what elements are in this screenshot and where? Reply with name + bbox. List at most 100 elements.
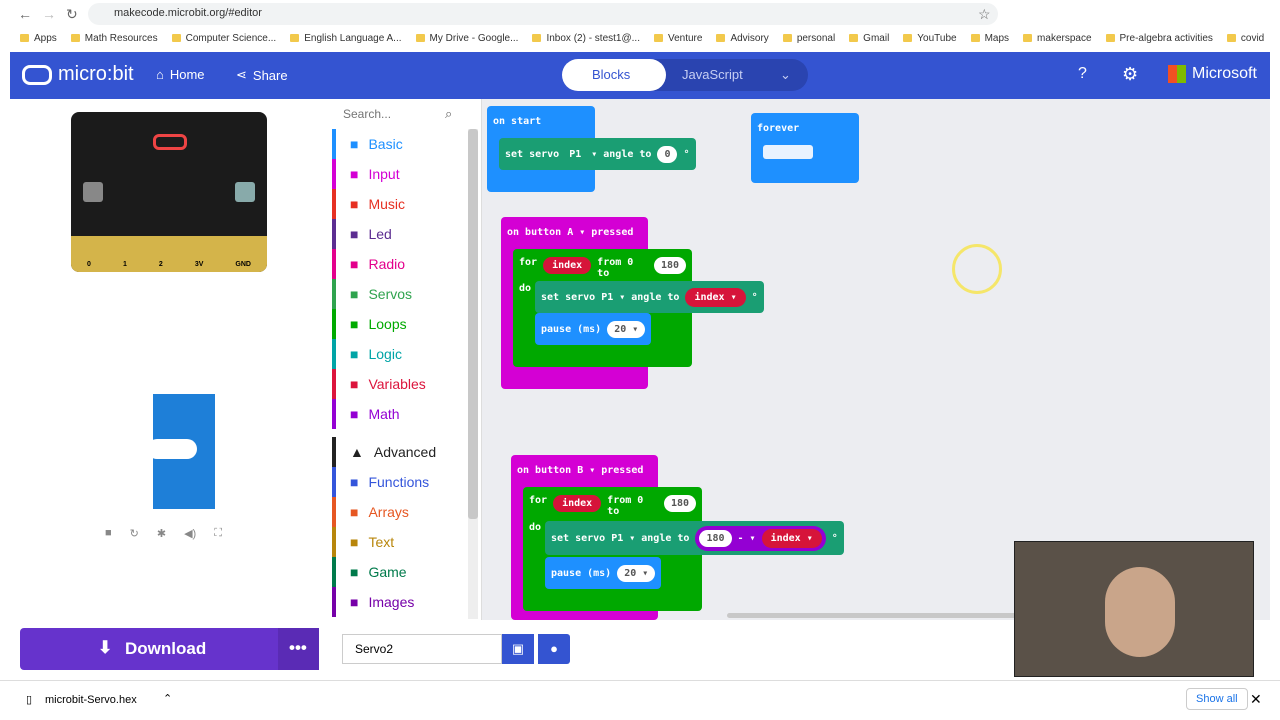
close-icon[interactable]: ✕ xyxy=(1250,691,1262,707)
github-icon[interactable]: ● xyxy=(538,634,570,664)
help-icon[interactable]: ? xyxy=(1078,65,1087,82)
toolbox-item-text[interactable]: ■Text xyxy=(332,527,468,557)
bookmark-item[interactable]: Apps xyxy=(20,33,57,44)
button-b[interactable] xyxy=(235,182,255,202)
bookmark-item[interactable]: Math Resources xyxy=(70,33,158,44)
blocks-tab[interactable]: Blocks xyxy=(562,59,666,91)
downloads-bar: ▯ microbit-Servo.hex ⌃ Show all ✕ xyxy=(0,680,1280,720)
fullscreen-icon[interactable]: ⛶ xyxy=(214,527,222,539)
minus-block[interactable]: 180-▾index ▾ xyxy=(695,525,826,551)
bookmark-item[interactable]: Gmail xyxy=(849,33,889,44)
toolbox-item-functions[interactable]: ■Functions xyxy=(332,467,468,497)
pause-block[interactable]: pause (ms)20 ▾ xyxy=(535,313,652,345)
stop-icon[interactable]: ■ xyxy=(105,527,112,539)
bookmark-item[interactable]: covid xyxy=(1226,33,1264,44)
javascript-tab[interactable]: JavaScript xyxy=(682,67,743,82)
bookmark-item[interactable]: personal xyxy=(782,33,835,44)
gear-icon[interactable]: ⚙ xyxy=(1122,64,1139,84)
search-icon[interactable]: ⌕ xyxy=(445,106,453,121)
microsoft-logo: Microsoft xyxy=(1168,65,1257,83)
mute-icon[interactable]: ◀) xyxy=(184,528,197,540)
bookmark-item[interactable]: My Drive - Google... xyxy=(415,33,518,44)
microbit-board[interactable]: 0 1 2 3V GND xyxy=(71,112,267,272)
toolbox-item-music[interactable]: ■Music xyxy=(332,189,468,219)
restart-icon[interactable]: ↻ xyxy=(129,528,139,540)
toolbox-item-arrays[interactable]: ■Arrays xyxy=(332,497,468,527)
more-options-icon[interactable]: ••• xyxy=(278,628,319,670)
bookmark-item[interactable]: Venture xyxy=(653,33,702,44)
toolbox-item-led[interactable]: ■Led xyxy=(332,219,468,249)
simulator-panel: 0 1 2 3V GND ■ ↻ ✱ ◀) ⛶ xyxy=(10,99,332,624)
toolbox-item-variables[interactable]: ■Variables xyxy=(332,369,468,399)
chevron-up-icon[interactable]: ⌃ xyxy=(163,693,173,705)
pause-block[interactable]: pause (ms)20 ▾ xyxy=(545,557,662,589)
bookmark-item[interactable]: Computer Science... xyxy=(171,33,276,44)
back-icon[interactable]: ← xyxy=(18,6,32,22)
address-bar[interactable]: makecode.microbit.org/#editor xyxy=(88,3,998,25)
bookmark-item[interactable]: YouTube xyxy=(903,33,957,44)
workspace-scrollbar[interactable] xyxy=(727,613,1017,618)
microbit-logo[interactable]: micro:bit xyxy=(22,63,134,86)
sim-toolbar: ■ ↻ ✱ ◀) ⛶ xyxy=(105,527,222,540)
folder-icon xyxy=(653,34,663,42)
bookmark-item[interactable]: Inbox (2) - stest1@... xyxy=(532,33,640,44)
toolbox-item-game[interactable]: ■Game xyxy=(332,557,468,587)
share-button[interactable]: ⋖Share xyxy=(236,67,288,83)
folder-icon xyxy=(1105,34,1115,42)
category-icon: ■ xyxy=(350,594,359,610)
category-icon: ■ xyxy=(350,226,359,242)
bookmark-item[interactable]: makerspace xyxy=(1023,33,1092,44)
download-item[interactable]: microbit-Servo.hex xyxy=(45,694,137,706)
app-header: micro:bit ⌂Home ⋖Share Blocks JavaScript… xyxy=(10,52,1270,99)
servo-horn[interactable] xyxy=(147,439,197,459)
home-icon: ⌂ xyxy=(156,67,164,82)
do-label: do xyxy=(519,283,532,294)
toolbox-item-advanced[interactable]: ▲Advanced xyxy=(332,437,468,467)
pin-label[interactable]: 0 xyxy=(87,261,91,268)
home-button[interactable]: ⌂Home xyxy=(156,67,205,82)
pin-label[interactable]: 2 xyxy=(158,261,163,268)
folder-icon xyxy=(1226,34,1236,42)
bookmark-star-icon[interactable]: ☆ xyxy=(978,6,991,22)
toolbox-item-loops[interactable]: ■Loops xyxy=(332,309,468,339)
toolbox-item-math[interactable]: ■Math xyxy=(332,399,468,429)
show-all-button[interactable]: Show all xyxy=(1186,688,1248,710)
webcam-overlay xyxy=(1014,541,1254,677)
bookmark-item[interactable]: Maps xyxy=(970,33,1009,44)
folder-icon xyxy=(1023,34,1033,42)
bookmark-item[interactable]: Pre-algebra activities xyxy=(1105,33,1213,44)
bookmark-item[interactable]: Advisory xyxy=(716,33,769,44)
pin-label[interactable]: 3V xyxy=(194,261,204,268)
pin-label[interactable]: GND xyxy=(235,261,251,268)
pin-label[interactable]: 1 xyxy=(122,261,127,268)
debug-icon[interactable]: ✱ xyxy=(156,528,167,540)
search-input[interactable] xyxy=(332,99,466,129)
folder-icon xyxy=(782,34,792,42)
toolbox-item-logic[interactable]: ■Logic xyxy=(332,339,468,369)
toolbox-item-servos[interactable]: ■Servos xyxy=(332,279,468,309)
forward-icon[interactable]: → xyxy=(42,6,56,22)
logo-touch-icon xyxy=(153,134,187,150)
save-icon[interactable]: ▣ xyxy=(502,634,534,664)
reload-icon[interactable]: ↻ xyxy=(66,6,78,22)
edge-connector: 0 1 2 3V GND xyxy=(71,236,267,272)
category-icon: ▲ xyxy=(350,444,364,460)
button-a[interactable] xyxy=(83,182,103,202)
toolbox-item-basic[interactable]: ■Basic xyxy=(332,129,468,159)
toolbox-scrollbar[interactable] xyxy=(468,129,478,619)
toolbox-item-images[interactable]: ■Images xyxy=(332,587,468,617)
download-button[interactable]: ⬇ Download ••• xyxy=(20,628,319,670)
project-name-input[interactable] xyxy=(342,634,502,664)
toolbox-item-radio[interactable]: ■Radio xyxy=(332,249,468,279)
toolbox-item-input[interactable]: ■Input xyxy=(332,159,468,189)
category-icon: ■ xyxy=(350,504,359,520)
bookmark-item[interactable]: English Language A... xyxy=(290,33,402,44)
chevron-down-icon[interactable]: ⌄ xyxy=(780,67,791,82)
folder-icon xyxy=(849,34,859,42)
share-icon: ⋖ xyxy=(236,67,247,82)
servo-motor xyxy=(147,394,215,509)
